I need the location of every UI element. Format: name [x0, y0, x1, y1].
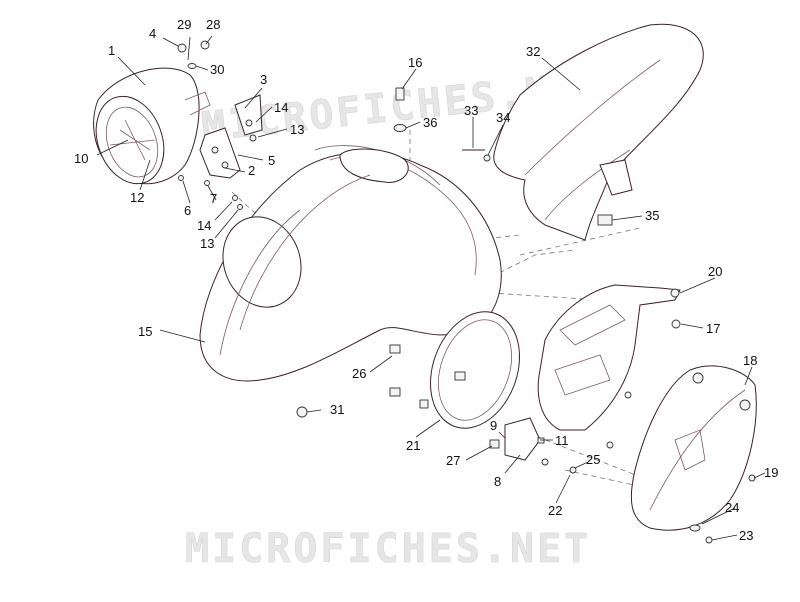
- callout-1: 1: [108, 43, 115, 58]
- callout-33: 33: [464, 103, 478, 118]
- callout-17: 17: [706, 321, 720, 336]
- callout-2: 2: [248, 163, 255, 178]
- callout-labels: 1 2 3 4 5 6 7 8 9 10 11 12 13 13 14 14 1…: [74, 17, 778, 543]
- callout-9: 9: [490, 418, 497, 433]
- callout-3: 3: [260, 72, 267, 87]
- callout-8: 8: [494, 474, 501, 489]
- callout-21: 21: [406, 438, 420, 453]
- leader-lines: [96, 35, 766, 541]
- callout-15: 15: [138, 324, 152, 339]
- callout-31: 31: [330, 402, 344, 417]
- callout-7: 7: [210, 191, 217, 206]
- headlamp-bracket: [199, 94, 263, 179]
- callout-23: 23: [739, 528, 753, 543]
- callout-34: 34: [496, 110, 510, 125]
- callout-20: 20: [708, 264, 722, 279]
- front-mudguard: [199, 145, 502, 382]
- callout-13b: 13: [200, 236, 214, 251]
- callout-25: 25: [586, 452, 600, 467]
- callout-5: 5: [268, 153, 275, 168]
- rear-hugger: [493, 23, 704, 241]
- callout-11: 11: [555, 433, 569, 448]
- callout-14a: 14: [274, 100, 288, 115]
- mounting-ring: [419, 311, 520, 429]
- rear-bracket-plate: [537, 284, 681, 449]
- hardware-fasteners: [177, 40, 756, 544]
- callout-6: 6: [184, 203, 191, 218]
- cover-panel: [630, 365, 757, 531]
- callout-27: 27: [446, 453, 460, 468]
- callout-29: 29: [177, 17, 191, 32]
- callout-36: 36: [423, 115, 437, 130]
- callout-13a: 13: [290, 122, 304, 137]
- callout-19: 19: [764, 465, 778, 480]
- callout-14b: 14: [197, 218, 211, 233]
- callout-26: 26: [352, 366, 366, 381]
- callout-30: 30: [210, 62, 224, 77]
- callout-32: 32: [526, 44, 540, 59]
- callout-10: 10: [74, 151, 88, 166]
- callout-28: 28: [206, 17, 220, 32]
- callout-22: 22: [548, 503, 562, 518]
- headlamp-shell: [93, 67, 211, 185]
- callout-35: 35: [645, 208, 659, 223]
- callout-16: 16: [408, 55, 422, 70]
- callout-4: 4: [149, 26, 156, 41]
- callout-18: 18: [743, 353, 757, 368]
- small-bracket: [504, 417, 541, 461]
- callout-24: 24: [725, 500, 739, 515]
- watermark-bottom: MICROFICHES.NET: [185, 526, 591, 572]
- callout-12: 12: [130, 190, 144, 205]
